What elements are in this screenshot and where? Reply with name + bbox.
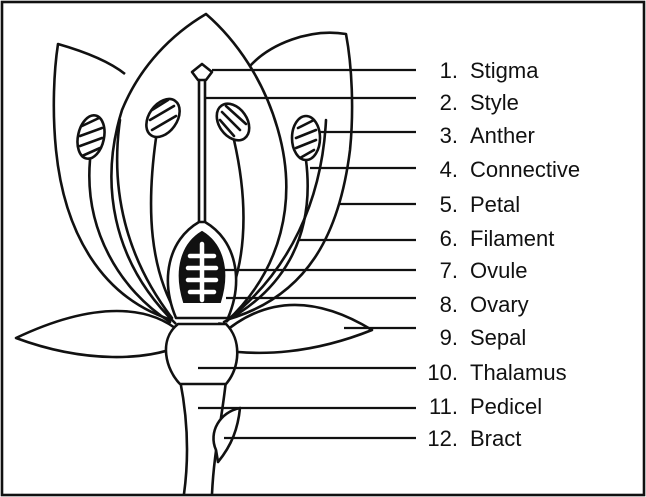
anther-4 [290,114,322,162]
flower-illustration [14,12,374,496]
style-shape [197,78,207,224]
label-11-number: 11. [429,394,458,419]
label-6-number: 6. [440,226,458,251]
label-6-name: Filament [470,226,554,251]
label-2-name: Style [470,90,519,115]
label-10-name: Thalamus [470,360,567,385]
label-5-number: 5. [440,192,458,217]
label-5-name: Petal [470,192,520,217]
label-8-number: 8. [440,292,458,317]
label-1-number: 1. [440,58,458,83]
label-2-number: 2. [440,90,458,115]
label-11-name: Pedicel [470,394,542,419]
sepal-right-shape [218,303,374,355]
label-9-number: 9. [440,325,458,350]
label-list: 1. Stigma 2. Style 3. Anther 4. Connecti… [427,58,580,451]
filament-4 [222,158,309,324]
anther-1 [76,114,106,160]
filament-1 [88,158,172,324]
label-4-number: 4. [440,157,458,182]
thalamus-shape [164,322,239,386]
label-4-name: Connective [470,157,580,182]
label-8-name: Ovary [470,292,529,317]
sepal-left-shape [14,309,182,359]
label-7-name: Ovule [470,258,527,283]
label-3-number: 3. [440,123,458,148]
leader-lines [198,68,416,440]
ovule-shapes [185,241,219,303]
anther-3 [215,102,251,142]
label-7-number: 7. [440,258,458,283]
label-9-name: Sepal [470,325,526,350]
anther-2 [145,97,181,139]
label-10-number: 10. [427,360,458,385]
label-12-number: 12. [427,426,458,451]
label-3-name: Anther [470,123,535,148]
label-12-name: Bract [470,426,521,451]
stigma-shape [190,62,214,82]
label-1-name: Stigma [470,58,539,83]
